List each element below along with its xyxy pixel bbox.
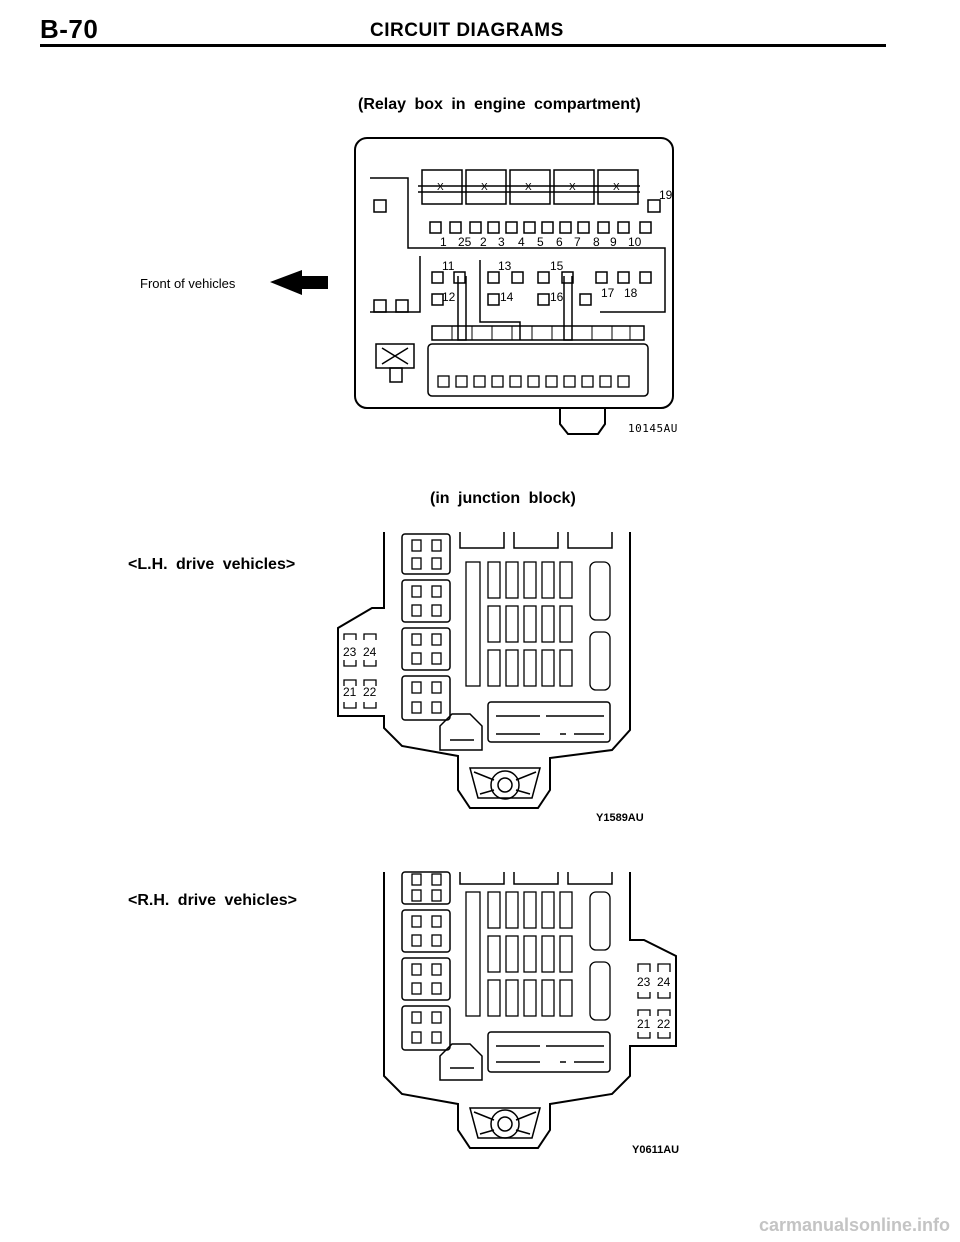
svg-text:X: X	[525, 182, 532, 193]
terminal-9: 9	[610, 235, 617, 249]
terminal-3: 3	[498, 235, 505, 249]
front-arrow-icon	[270, 270, 328, 295]
relay-box-caption: (Relay box in engine compartment)	[358, 96, 641, 113]
terminal-7: 7	[574, 235, 581, 249]
header-rule	[40, 44, 886, 47]
lh-terminal-24: 24	[363, 645, 377, 659]
junction-block-caption: (in junction block)	[430, 490, 576, 507]
terminal-14: 14	[500, 290, 514, 304]
svg-text:X: X	[437, 182, 444, 193]
terminal-12: 12	[442, 290, 456, 304]
rh-drive-label: <R.H. drive vehicles>	[128, 892, 297, 909]
page-title: CIRCUIT DIAGRAMS	[370, 20, 564, 41]
terminal-18: 18	[624, 286, 638, 300]
terminal-25: 25	[458, 235, 472, 249]
rh-terminal-23: 23	[637, 975, 651, 989]
terminal-2: 2	[480, 235, 487, 249]
terminal-4: 4	[518, 235, 525, 249]
rh-terminal-22: 22	[657, 1017, 671, 1031]
page-number: B-70	[40, 14, 99, 44]
terminal-6: 6	[556, 235, 563, 249]
terminal-17: 17	[601, 286, 615, 300]
lh-terminal-labels: 23 24 21 22	[343, 645, 377, 699]
lh-terminal-23: 23	[343, 645, 357, 659]
svg-text:X: X	[569, 182, 576, 193]
terminal-10: 10	[628, 235, 642, 249]
svg-text:X: X	[613, 182, 620, 193]
lh-figure-code: Y1589AU	[596, 812, 644, 824]
front-of-vehicles-label: Front of vehicles	[140, 276, 236, 291]
svg-text:X: X	[481, 182, 488, 193]
terminal-19: 19	[659, 188, 673, 202]
rh-terminal-24: 24	[657, 975, 671, 989]
lh-junction-block-diagram	[337, 532, 631, 809]
terminal-8: 8	[593, 235, 600, 249]
terminal-11: 11	[442, 259, 455, 273]
watermark: carmanualsonline.info	[758, 1215, 950, 1235]
terminal-1: 1	[440, 235, 447, 249]
rh-terminal-labels: 23 24 21 22	[637, 975, 671, 1031]
lh-drive-label: <L.H. drive vehicles>	[128, 556, 296, 573]
rh-figure-code: Y0611AU	[632, 1144, 680, 1156]
relay-box-figure-code: 10145AU	[628, 422, 678, 435]
terminal-16: 16	[550, 290, 564, 304]
rh-terminal-21: 21	[637, 1017, 651, 1031]
lh-terminal-21: 21	[343, 685, 357, 699]
terminal-15: 15	[550, 259, 564, 273]
terminal-5: 5	[537, 235, 544, 249]
terminal-13: 13	[498, 259, 512, 273]
relay-terminal-labels: 1 25 2 3 4 5 6 7 8 9 10 19 11 13 15 12 1…	[440, 188, 673, 304]
rh-junction-block-diagram	[383, 871, 677, 1149]
lh-terminal-22: 22	[363, 685, 377, 699]
